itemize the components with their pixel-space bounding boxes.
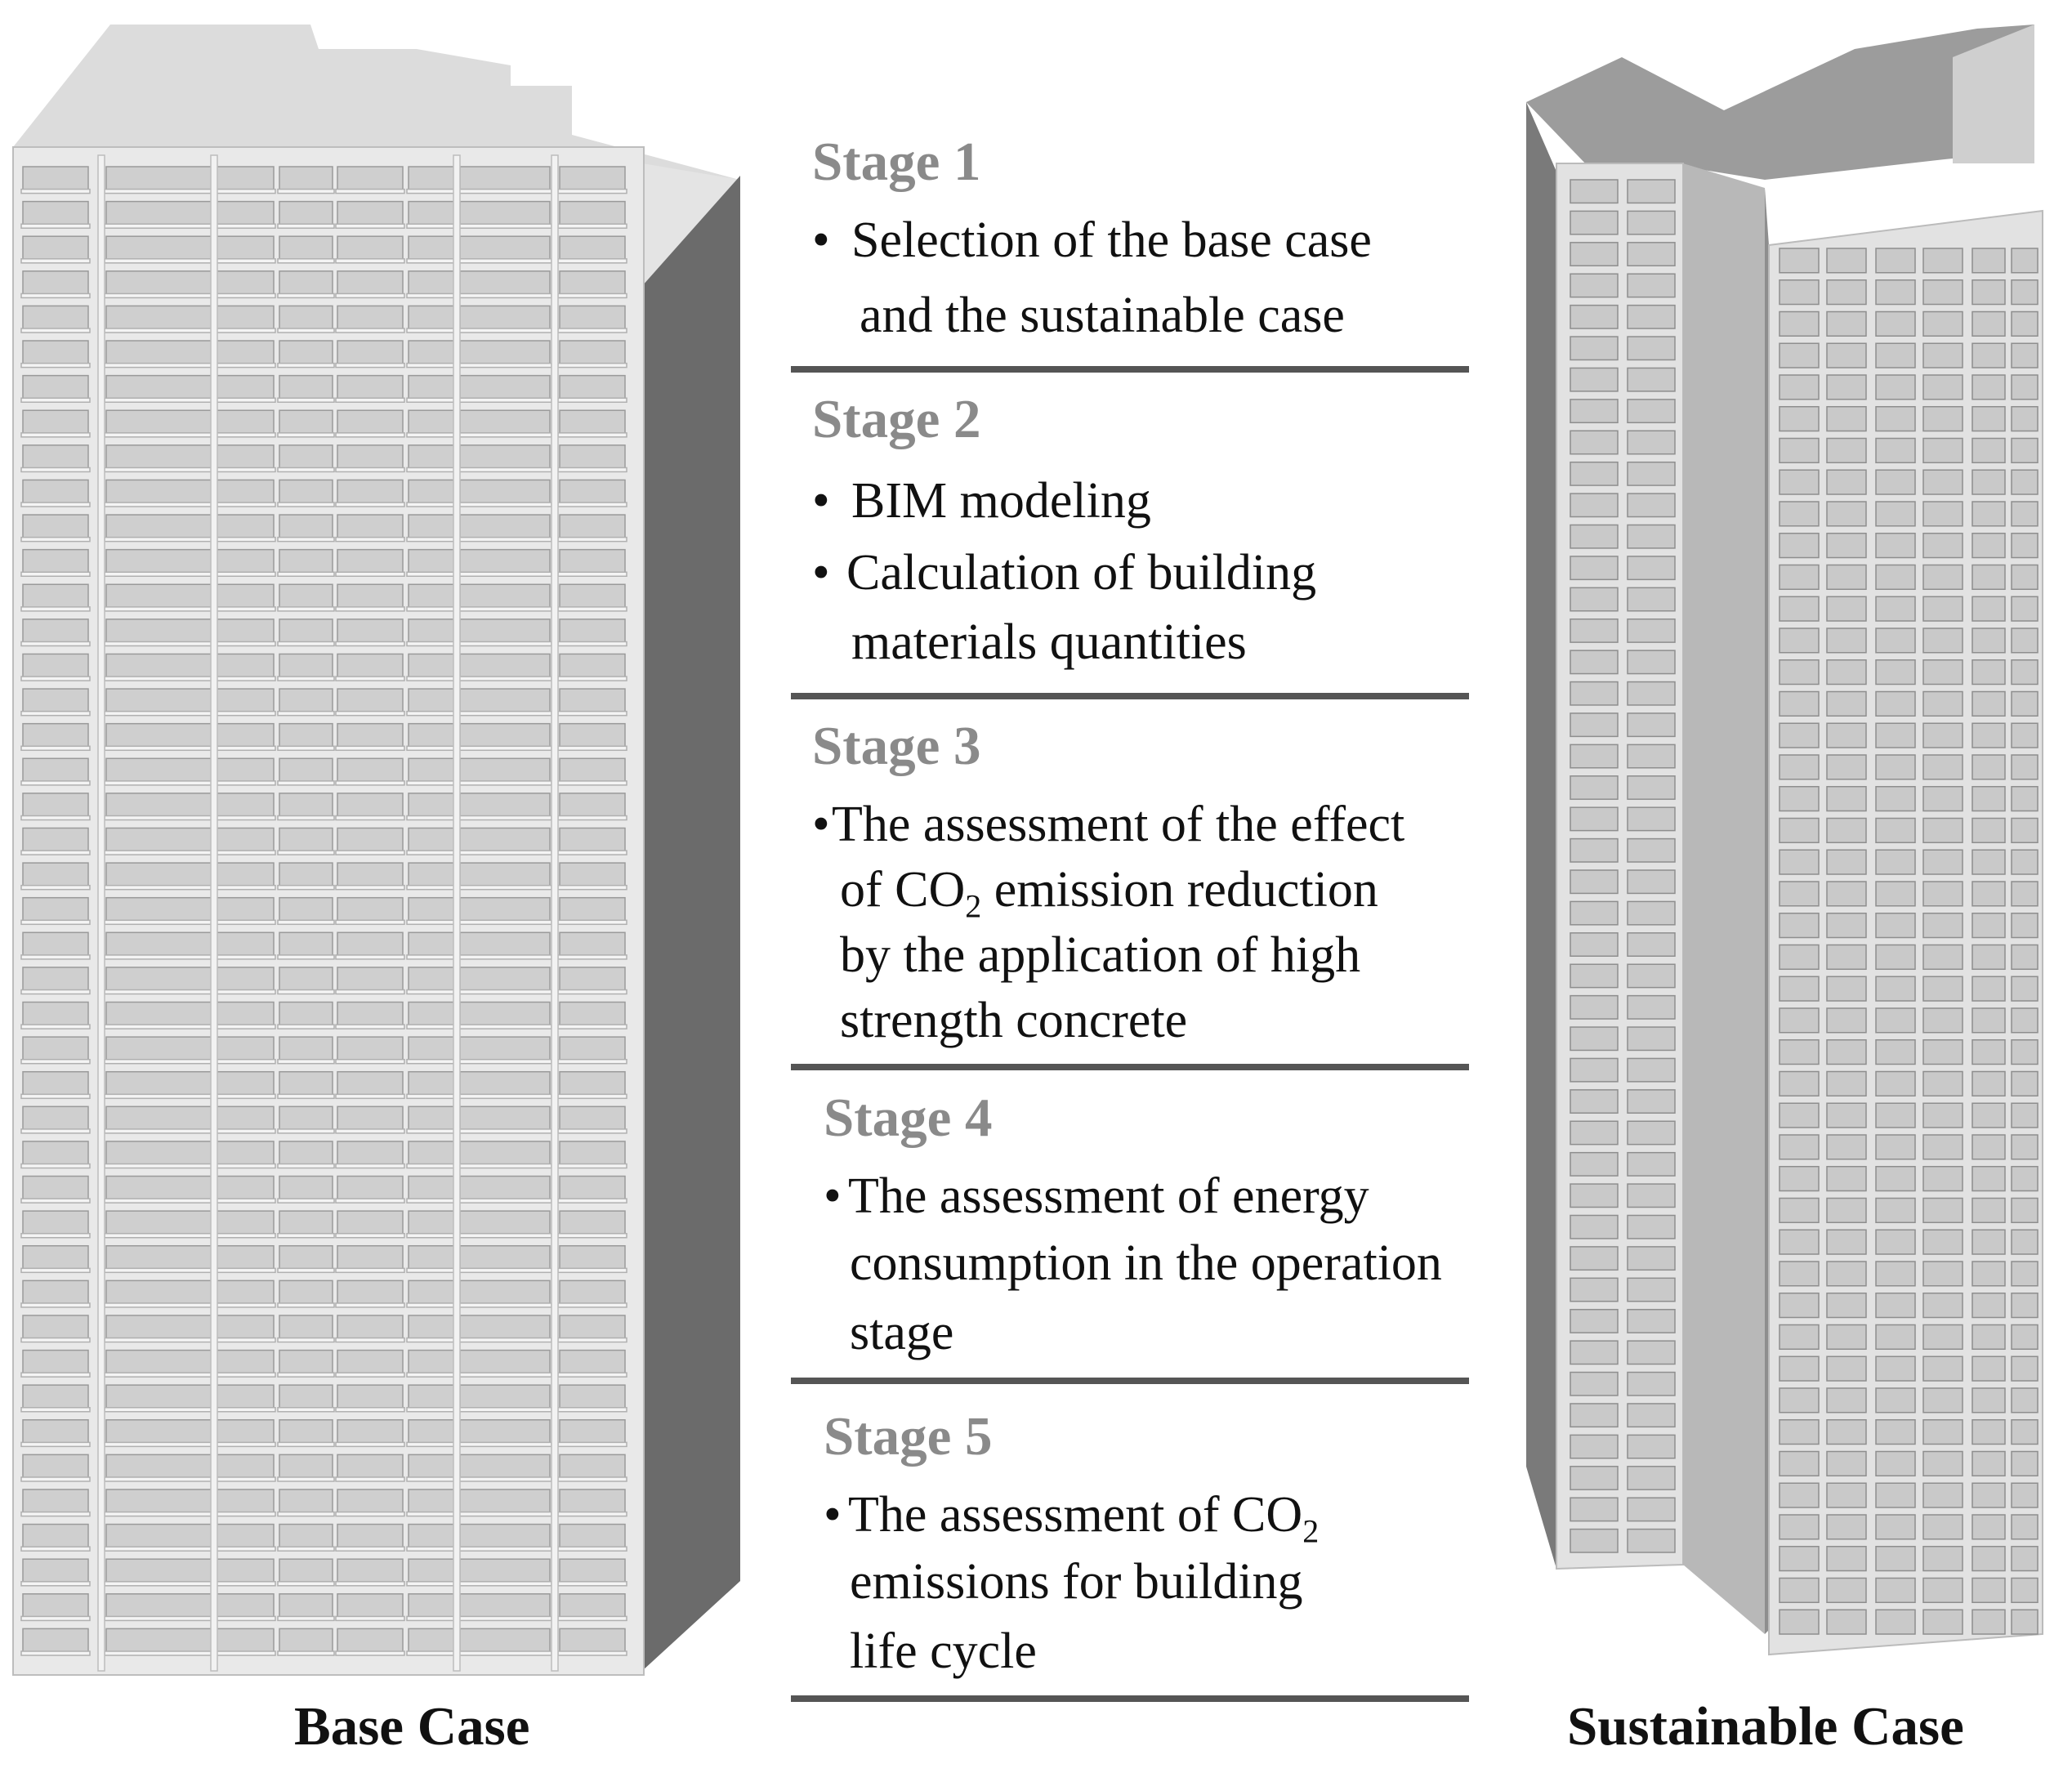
stage-4-line-2: consumption in the operation [850, 1238, 1442, 1288]
subscript: 2 [965, 887, 982, 925]
stage-line-text-with-subscript: of CO2 emission reduction [840, 862, 1378, 922]
stage-line-text: Selection of the base case [851, 212, 1372, 268]
stage-1-title: Stage 1 [812, 132, 981, 192]
stage-5-divider [791, 1695, 1469, 1702]
stage-3-line-2: of CO2 emission reduction [840, 864, 1378, 922]
stage-3-title: Stage 3 [812, 716, 981, 776]
stage-line-text: BIM modeling [851, 473, 1151, 529]
stage-4-line-3: stage [850, 1307, 953, 1358]
stage-line-text: materials quantities [851, 614, 1247, 670]
stage-line-text: The assessment of energy [848, 1168, 1369, 1224]
stage-5-title: Stage 5 [824, 1406, 993, 1467]
subscript: 2 [1302, 1512, 1320, 1550]
bullet-point: • [812, 212, 830, 268]
stage-5-line-3: life cycle [850, 1626, 1037, 1677]
stage-2-title: Stage 2 [812, 389, 981, 449]
bullet-point: • [824, 1487, 842, 1543]
stage-line-text: and the sustainable case [860, 288, 1345, 343]
stage-line-text: emissions for building [850, 1554, 1303, 1610]
bullet-point: • [812, 473, 830, 529]
stage-2-divider [791, 693, 1469, 699]
sustainable-case-building-illustration [1526, 25, 2043, 1656]
text-pre: of CO [840, 862, 966, 918]
stage-4-divider [791, 1378, 1469, 1384]
stage-3-line-3: by the application of high [840, 930, 1360, 980]
bullet-point: • [812, 797, 830, 852]
base-case-building-illustration [12, 25, 740, 1676]
text-pre: The assessment of CO [848, 1487, 1303, 1543]
sustainable-case-caption: Sustainable Case [1567, 1696, 1964, 1757]
stage-line-text-with-subscript: The assessment of CO2 [848, 1489, 1319, 1547]
stage-3-line-4: strength concrete [840, 995, 1187, 1046]
stage-1-divider [791, 366, 1469, 373]
stage-4-title: Stage 4 [824, 1087, 993, 1148]
bullet-point: • [824, 1168, 842, 1224]
stage-line-text: The assessment of the effect [832, 797, 1405, 852]
stage-3-divider [791, 1064, 1469, 1070]
stage-line-text: stage [850, 1305, 954, 1360]
base-facade-windows [20, 154, 627, 1672]
base-case-caption: Base Case [294, 1696, 530, 1757]
stage-2-line-3: materials quantities [851, 617, 1247, 668]
bullet-point: • [812, 545, 830, 601]
stage-5-line-2: emissions for building [850, 1556, 1303, 1607]
stage-line-text: by the application of high [840, 927, 1361, 983]
stage-line-text: strength concrete [840, 993, 1188, 1048]
stage-1-line-2: and the sustainable case [860, 290, 1345, 341]
stage-line-text: consumption in the operation [850, 1235, 1442, 1291]
text-post: emission reduction [981, 862, 1378, 918]
stage-line-text: life cycle [850, 1623, 1037, 1679]
sustainable-facade-windows [1570, 179, 2039, 1635]
stage-line-text: Calculation of building [846, 545, 1317, 601]
